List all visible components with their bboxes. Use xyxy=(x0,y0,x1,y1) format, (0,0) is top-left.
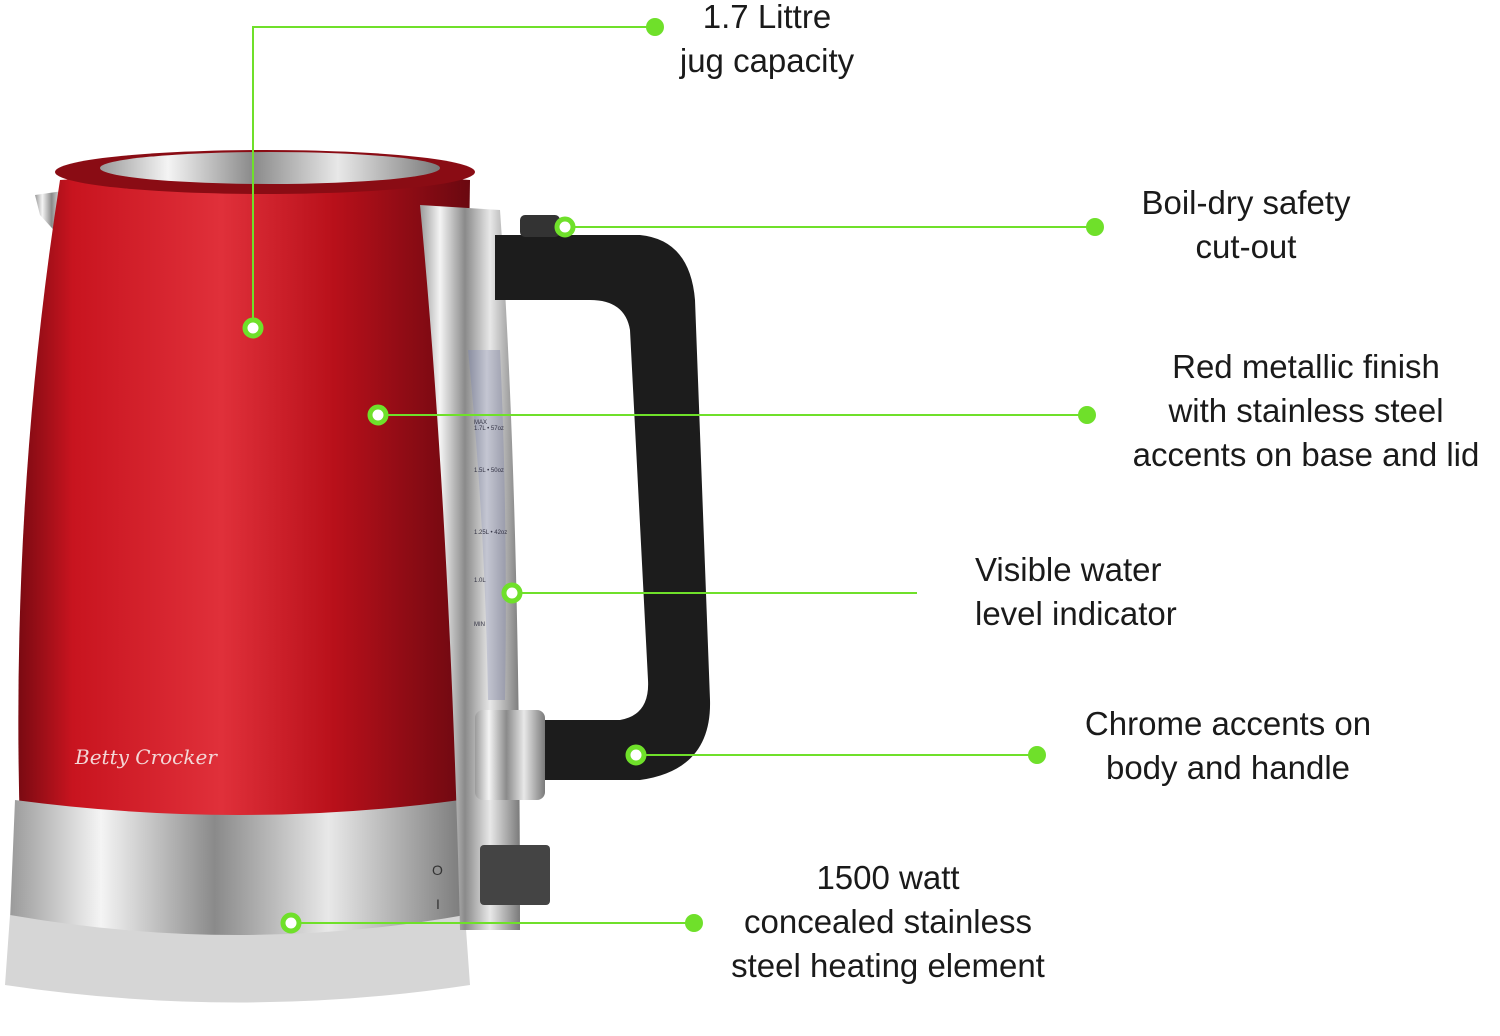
mark-1-5: 1.5L • 50oz xyxy=(474,468,504,474)
water-level-window xyxy=(468,350,506,700)
callout-line: Red metallic finish xyxy=(1172,348,1440,385)
callout-element: 1500 watt concealed stainless steel heat… xyxy=(731,856,1045,988)
mark-1-7: 1.7L • 57oz xyxy=(474,426,504,432)
callout-line: Visible water xyxy=(975,551,1162,588)
power-switch xyxy=(480,845,550,905)
handle xyxy=(495,235,711,780)
callout-line: concealed stainless xyxy=(743,903,1032,940)
callout-line: steel heating element xyxy=(731,947,1045,984)
boil-dry-button xyxy=(520,215,560,237)
callout-line: 1.7 Littre xyxy=(702,0,832,35)
callout-line: level indicator xyxy=(975,595,1177,632)
switch-on-mark: I xyxy=(436,896,440,912)
lid xyxy=(100,152,440,184)
callout-line: accents on base and lid xyxy=(1132,436,1480,473)
callout-chrome: Chrome accents on body and handle xyxy=(1085,702,1371,790)
mark-min: MIN xyxy=(474,622,485,628)
chrome-base xyxy=(10,800,465,938)
callout-lines xyxy=(252,26,1095,924)
callout-line: jug capacity xyxy=(679,42,855,79)
callout-line: with stainless steel xyxy=(1168,392,1444,429)
callout-line: Boil-dry safety xyxy=(1141,184,1351,221)
callout-line: Chrome accents on xyxy=(1084,705,1372,742)
callout-line: body and handle xyxy=(1105,749,1351,786)
water-marks: MAX 1.7L • 57oz 1.5L • 50oz 1.25L • 42oz… xyxy=(474,420,514,628)
callout-boil-dry: Boil-dry safety cut-out xyxy=(1141,181,1350,269)
callout-dots xyxy=(242,18,1104,934)
mark-max: MAX xyxy=(474,420,488,426)
mark-1-0: 1.0L xyxy=(474,578,486,584)
callout-line: 1500 watt xyxy=(816,859,960,896)
mark-1-25: 1.25L • 42oz xyxy=(474,530,508,536)
handle-chrome-collar xyxy=(475,710,545,800)
switch-off-mark: O xyxy=(432,862,443,878)
brand-logo: Betty Crocker xyxy=(75,745,217,769)
callout-line: cut-out xyxy=(1195,228,1297,265)
base-plate xyxy=(5,915,470,1003)
callout-water-level: Visible water level indicator xyxy=(975,548,1177,636)
callout-capacity: 1.7 Littre jug capacity xyxy=(680,0,854,83)
kettle-body xyxy=(18,172,470,830)
callout-finish: Red metallic finish with stainless steel… xyxy=(1133,345,1480,477)
